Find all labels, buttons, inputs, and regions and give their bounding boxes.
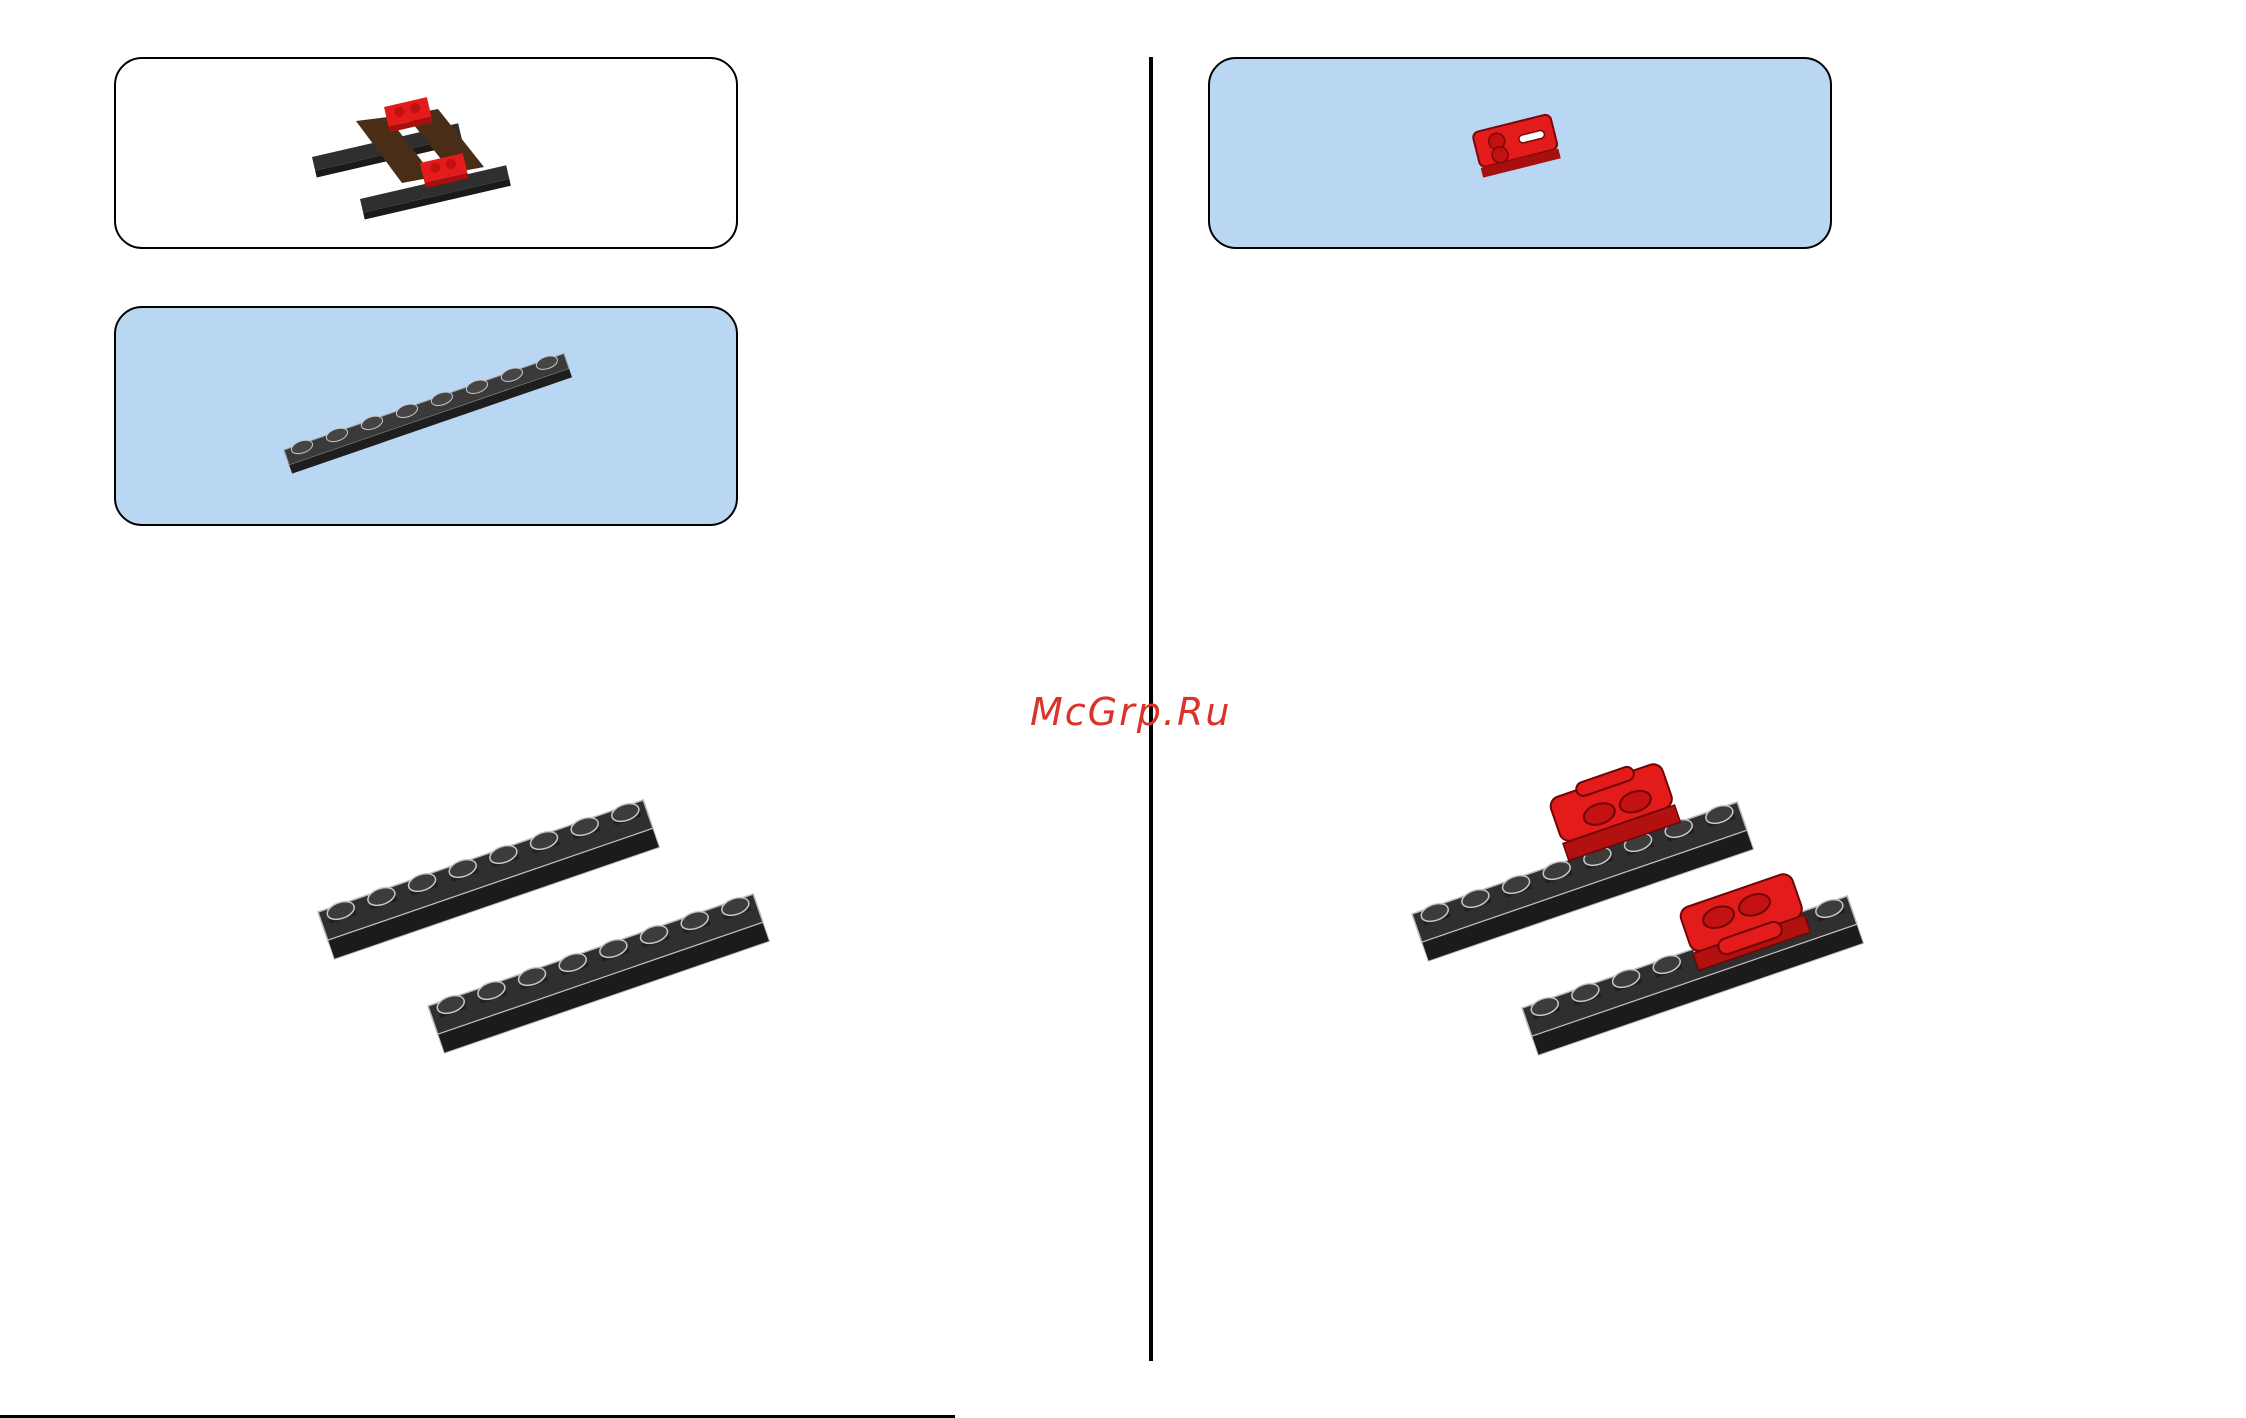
watermark-text: McGrp.Ru	[1030, 690, 1231, 734]
